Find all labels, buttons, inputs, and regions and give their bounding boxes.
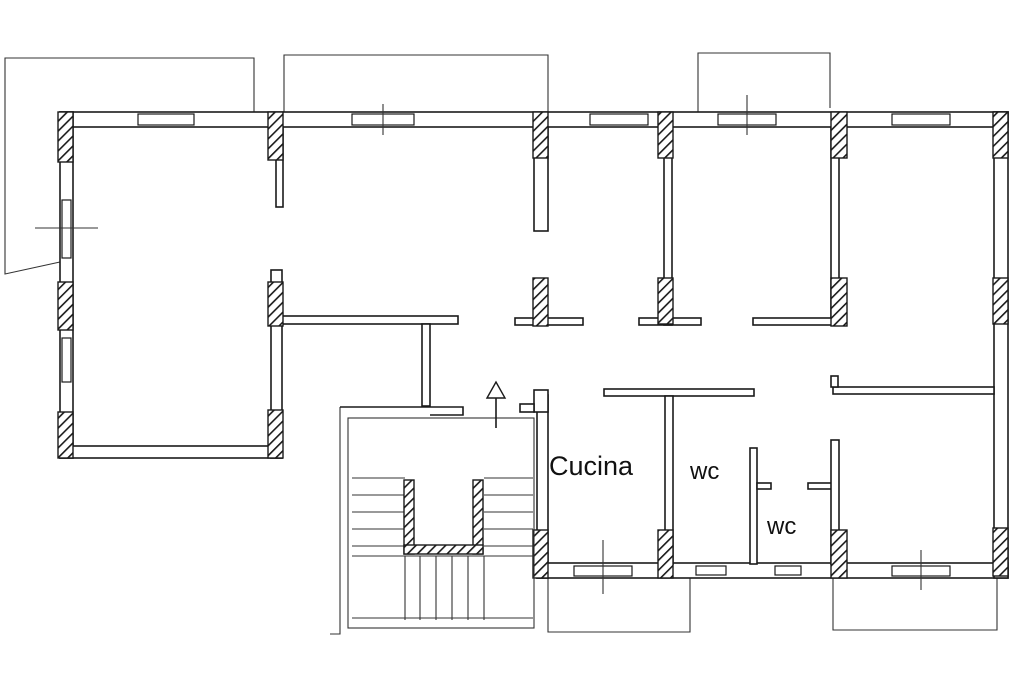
pier bbox=[532, 111, 549, 159]
pier bbox=[267, 111, 284, 161]
window bbox=[891, 113, 951, 126]
pier bbox=[57, 281, 74, 331]
balcony-south bbox=[547, 577, 691, 633]
wall-east-room-divider bbox=[832, 386, 995, 395]
wall-stair-top bbox=[340, 406, 464, 416]
balconies bbox=[4, 52, 998, 635]
room-label-kitchen: Cucina bbox=[549, 451, 634, 481]
pier bbox=[830, 111, 848, 159]
wall-wc-stub-2 bbox=[807, 482, 834, 490]
balcony-west bbox=[4, 57, 255, 275]
stair-core-left bbox=[403, 479, 415, 555]
balcony-south-east bbox=[832, 577, 998, 631]
staircase bbox=[347, 417, 535, 629]
pier bbox=[657, 277, 674, 325]
window bbox=[774, 565, 802, 576]
window bbox=[695, 565, 727, 576]
pier bbox=[532, 277, 549, 327]
pier bbox=[657, 529, 674, 579]
wall-east bbox=[993, 111, 1009, 579]
pier bbox=[532, 529, 549, 579]
wall-stair-post-small bbox=[519, 403, 535, 413]
interior-walls bbox=[275, 126, 995, 565]
room-label-wc-1: wc bbox=[689, 458, 719, 485]
pier bbox=[830, 529, 848, 579]
wall-corridor bbox=[281, 315, 459, 325]
wall-stair-post bbox=[533, 389, 549, 413]
wall-east-stub bbox=[830, 375, 839, 388]
wall-wc-stub-1 bbox=[756, 482, 772, 490]
pier bbox=[267, 409, 284, 459]
wall-stub-right-room bbox=[752, 317, 839, 326]
stair-well bbox=[347, 417, 535, 629]
window bbox=[589, 113, 649, 126]
balcony-north-east bbox=[697, 52, 831, 112]
windows bbox=[35, 95, 951, 594]
window bbox=[61, 337, 72, 383]
pier bbox=[992, 277, 1009, 325]
up-arrow-icon bbox=[485, 380, 507, 428]
balcony-north bbox=[283, 54, 549, 112]
pier bbox=[992, 527, 1009, 577]
wall-stub-center bbox=[514, 317, 584, 326]
pier bbox=[992, 111, 1009, 159]
wall-kitchen-top bbox=[603, 388, 755, 397]
pier bbox=[57, 411, 74, 459]
window bbox=[137, 113, 195, 126]
stair-core-bottom bbox=[403, 544, 484, 555]
pier bbox=[267, 281, 284, 327]
pier bbox=[657, 111, 674, 159]
stair-core-right bbox=[472, 479, 484, 555]
room-label-wc-2: wc bbox=[766, 513, 796, 540]
window bbox=[61, 199, 72, 259]
structural-piers bbox=[57, 111, 1009, 579]
landing-outline bbox=[330, 407, 341, 635]
wall-south-left bbox=[59, 445, 283, 459]
pier bbox=[57, 111, 74, 163]
wall-wc-divider bbox=[749, 447, 758, 565]
pier bbox=[830, 277, 848, 327]
wall-stair-top-vertical bbox=[421, 323, 431, 407]
